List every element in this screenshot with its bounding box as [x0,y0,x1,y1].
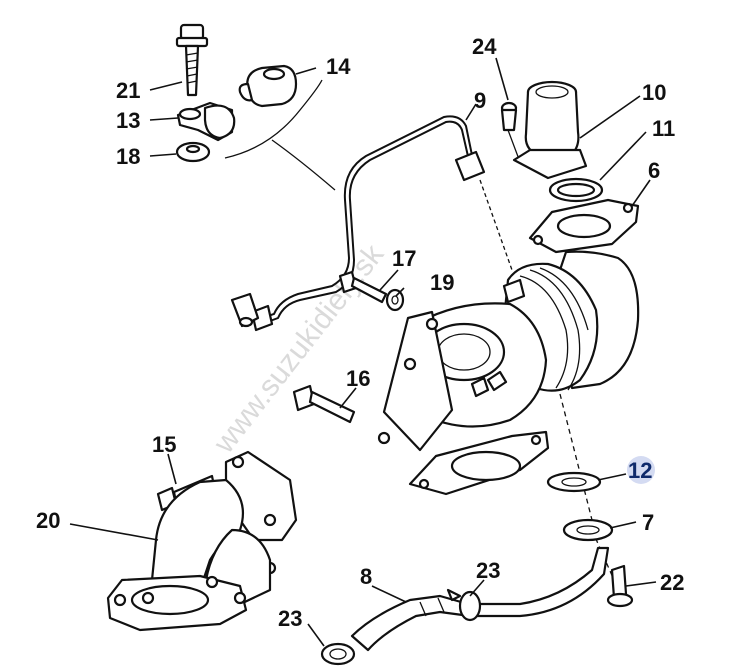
callout-16: 16 [346,366,370,391]
part-18-washer [175,141,211,163]
part-7-gasket [562,518,614,542]
part-8-oil-return-pipe [350,546,610,652]
callout-13: 13 [116,108,140,133]
callout-23-lower: 23 [278,606,302,631]
part-14-grommet [238,64,298,108]
part-16-bolt [292,384,356,424]
callout-10: 10 [642,80,666,105]
part-21-bolt [175,23,209,97]
highlight-marker [627,456,655,484]
callout-6: 6 [648,158,660,183]
part-22-bolt [606,564,634,608]
callout-labels: 21 13 18 14 24 9 10 11 6 17 19 16 15 20 … [36,34,684,631]
part-10-outlet-elbow [512,80,588,180]
part-23-clamp-upper [446,588,482,622]
turbocharger-body [377,250,640,496]
callout-22: 22 [660,570,684,595]
callout-12: 12 [628,458,652,483]
part-19-washer [385,288,405,312]
callout-15: 15 [152,432,176,457]
callout-9: 9 [474,88,486,113]
callout-23-upper: 23 [476,558,500,583]
part-9-oil-feed-pipe [230,115,513,332]
callout-14: 14 [326,54,351,79]
callout-18: 18 [116,144,140,169]
watermark-text: www.suzukidiely.sk [207,238,391,460]
leader-lines [69,57,657,647]
part-20-intake-elbow [106,450,298,632]
callout-19: 19 [430,270,454,295]
callout-21: 21 [116,78,140,103]
callout-11: 11 [652,116,675,141]
part-12-gasket [546,471,602,493]
part-24-bolt [500,101,521,163]
part-6-flange [528,198,640,254]
part-11-gasket [548,177,604,203]
callout-8: 8 [360,564,372,589]
callout-24: 24 [472,34,497,59]
callout-7: 7 [642,510,654,535]
callout-17: 17 [392,246,416,271]
part-23-clamp-lower [320,642,356,666]
part-17-bolt [338,270,388,304]
callout-20: 20 [36,508,60,533]
part-13-bracket [176,101,236,142]
